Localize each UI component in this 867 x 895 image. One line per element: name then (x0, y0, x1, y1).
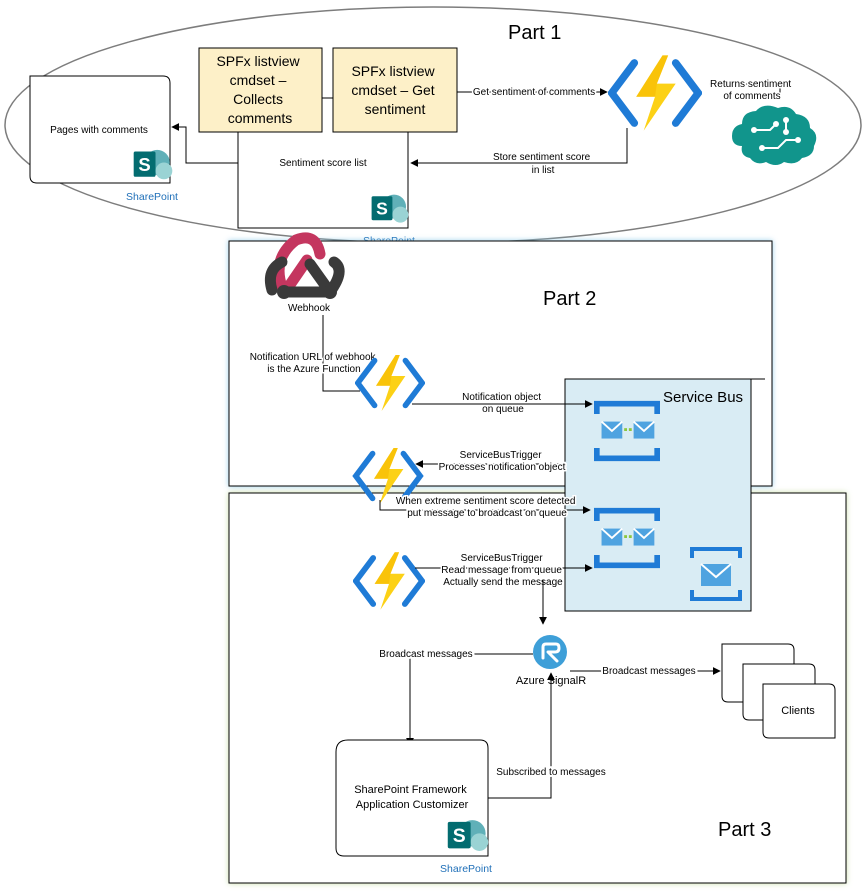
broadcast-left-label: Broadcast messages (379, 649, 472, 660)
webhook-icon (264, 232, 345, 299)
part1-label: Part 1 (508, 22, 561, 44)
store-sentiment-label: Store sentiment score in list (493, 152, 593, 176)
sharepoint-icon (133, 149, 173, 180)
pages-with-comments-label: Pages with comments (50, 125, 148, 136)
collects-comments-box[interactable] (198, 47, 323, 133)
clients-label: Clients (781, 705, 815, 717)
spfx-customizer-label: SharePoint Framework Application Customi… (354, 784, 470, 811)
get-sentiment-box[interactable] (332, 47, 458, 133)
arrow-to-pages (171, 123, 238, 164)
service-bus-label: Service Bus (663, 389, 743, 406)
get-sentiment-edge-label: Get sentiment of comments (473, 87, 595, 98)
part2-label: Part 2 (543, 288, 596, 310)
get-sentiment-label: SPFx listview cmdset – Get sentiment (351, 63, 438, 117)
clients-stack[interactable] (721, 643, 836, 739)
cognitive-services-icon (732, 105, 817, 165)
webhook-label: Webhook (288, 303, 331, 314)
sharepoint-label: SharePoint (440, 863, 492, 875)
servicebus-trigger2-label: ServiceBusTrigger Read message from queu… (441, 553, 564, 588)
servicebus-trigger1-label: ServiceBusTrigger Processes notification… (439, 450, 566, 473)
sentiment-score-list-box[interactable] (237, 132, 409, 229)
store-sentiment-arrow (410, 128, 628, 167)
broadcast-left-arrow (406, 653, 533, 746)
signalr-icon (533, 635, 567, 669)
notification-url-label: Notification URL of webhook is the Azure… (250, 352, 379, 375)
extreme-sentiment-label: When extreme sentiment score detected pu… (396, 496, 578, 519)
notification-url-connector (322, 315, 360, 392)
sentiment-score-list-label: Sentiment score list (279, 158, 366, 169)
returns-sentiment-label: Returns sentiment of comments (710, 79, 794, 102)
service-bus-topic-icon (690, 547, 742, 601)
sharepoint-icon (371, 194, 409, 223)
returns-sentiment-arrow (709, 80, 781, 100)
part3-label: Part 3 (718, 819, 771, 841)
sharepoint-icon (447, 820, 489, 851)
sharepoint-label: SharePoint (126, 191, 178, 203)
collects-comments-label: SPFx listview cmdset – Collects comments (216, 53, 303, 126)
broadcast-right-label: Broadcast messages (602, 666, 695, 677)
subscribed-label: Subscribed to messages (496, 767, 606, 778)
notification-object-label: Notification object on queue (462, 392, 544, 415)
extreme-sentiment-arrow (379, 500, 591, 514)
subscribed-arrow (488, 672, 555, 799)
